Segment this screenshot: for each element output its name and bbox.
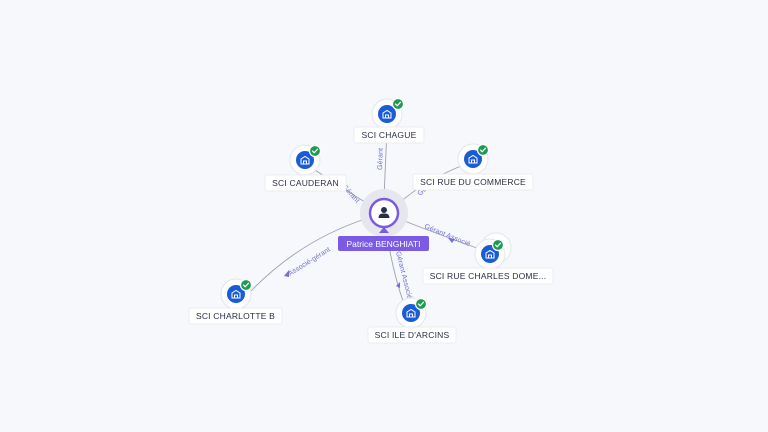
svg-text:SCI ILE D'ARCINS: SCI ILE D'ARCINS <box>375 330 450 340</box>
company-node-arcins[interactable] <box>395 297 428 329</box>
verified-check-icon <box>414 297 428 311</box>
edge-arrow-charlotte <box>284 270 289 277</box>
verified-check-icon <box>308 144 322 158</box>
svg-text:SCI CHARLOTTE B: SCI CHARLOTTE B <box>196 311 275 321</box>
person-node[interactable] <box>360 189 408 237</box>
edge-charlotte <box>249 217 369 293</box>
company-node-cauderan[interactable] <box>289 144 322 176</box>
company-label-charlotte[interactable]: SCI CHARLOTTE B <box>188 307 283 325</box>
edge-arrow-charles <box>448 238 455 243</box>
company-node-chague[interactable] <box>371 97 405 130</box>
svg-text:SCI RUE DU COMMERCE: SCI RUE DU COMMERCE <box>420 177 526 187</box>
person-label[interactable]: Patrice BENGHIATI <box>338 236 429 251</box>
person-icon <box>378 207 390 218</box>
verified-check-icon <box>491 238 505 252</box>
company-node-charlotte[interactable] <box>220 278 253 310</box>
building-icon <box>464 150 482 168</box>
company-label-charles[interactable]: SCI RUE CHARLES DOME... <box>422 267 554 285</box>
company-label-chague[interactable]: SCI CHAGUE <box>353 126 425 144</box>
svg-text:Patrice BENGHIATI: Patrice BENGHIATI <box>347 239 421 249</box>
edge-label-charles: Gérant Associé <box>423 223 471 248</box>
verified-check-icon <box>476 143 490 157</box>
verified-check-icon <box>239 278 253 292</box>
company-node-commerce[interactable] <box>457 143 490 175</box>
company-label-arcins[interactable]: SCI ILE D'ARCINS <box>367 326 457 344</box>
building-icon <box>378 105 396 123</box>
svg-text:SCI CAUDERAN: SCI CAUDERAN <box>272 178 339 188</box>
edge-label-charlotte: Associé-gérant <box>287 246 331 277</box>
edge-label-arcins: Gérant Associé <box>394 251 413 300</box>
company-label-cauderan[interactable]: SCI CAUDERAN <box>264 174 347 192</box>
svg-text:SCI CHAGUE: SCI CHAGUE <box>362 130 417 140</box>
edge-label-chague: Gérant <box>377 148 385 170</box>
company-node-charles[interactable] <box>474 232 512 270</box>
svg-text:SCI RUE CHARLES DOME...: SCI RUE CHARLES DOME... <box>430 271 547 281</box>
building-icon <box>402 304 420 322</box>
company-label-commerce[interactable]: SCI RUE DU COMMERCE <box>412 173 534 191</box>
verified-check-icon <box>391 97 405 111</box>
edge-arrow-arcins <box>396 282 400 288</box>
building-icon <box>227 285 245 303</box>
building-icon <box>296 151 314 169</box>
